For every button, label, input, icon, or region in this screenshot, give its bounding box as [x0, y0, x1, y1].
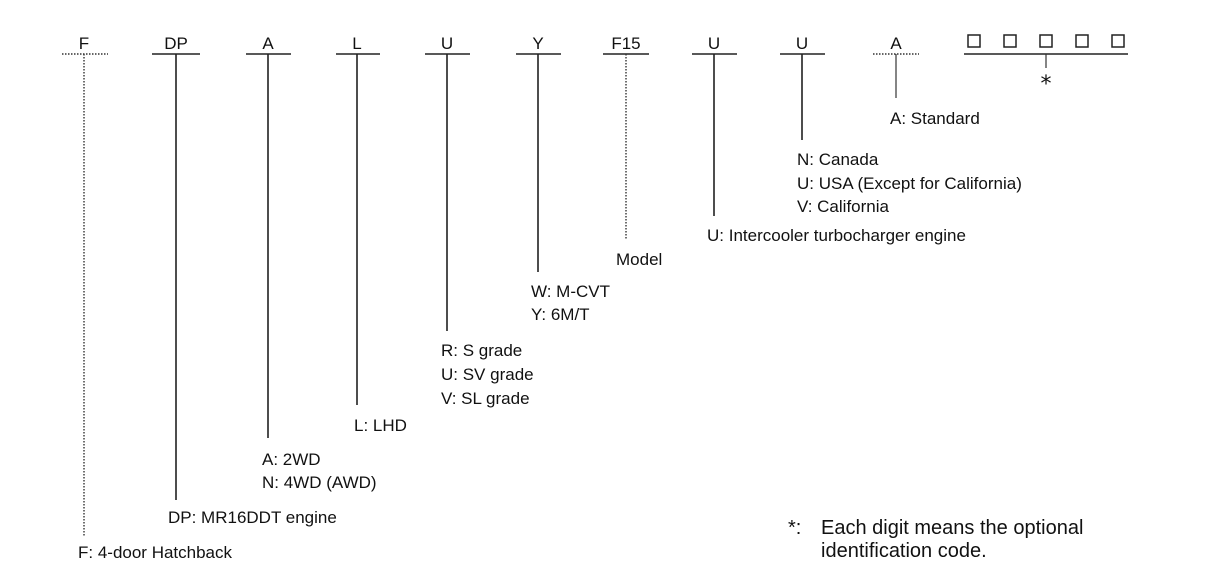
code-body-type: F [79, 34, 89, 53]
desc-2wd: A: 2WD [262, 450, 321, 469]
desc-california: V: California [797, 197, 890, 216]
desc-mcvt: W: M-CVT [531, 282, 610, 301]
desc-engine: DP: MR16DDT engine [168, 508, 337, 527]
optional-box-1 [967, 34, 981, 48]
note-line-1: Each digit means the optional [821, 517, 1083, 539]
desc-lhd: L: LHD [354, 416, 407, 435]
desc-sv-grade: U: SV grade [441, 365, 534, 384]
desc-model: Model [616, 250, 662, 269]
desc-turbo: U: Intercooler turbocharger engine [707, 226, 966, 245]
optional-box-2 [1003, 34, 1017, 48]
code-standard: A [890, 34, 902, 53]
optional-star: * [1041, 72, 1052, 97]
desc-body-type: F: 4-door Hatchback [78, 543, 233, 562]
desc-6mt: Y: 6M/T [531, 305, 590, 324]
code-engine: DP [164, 34, 188, 53]
desc-sl-grade: V: SL grade [441, 389, 530, 408]
optional-box-4 [1075, 34, 1089, 48]
code-turbo: U [708, 34, 720, 53]
code-destination: U [796, 34, 808, 53]
desc-standard: A: Standard [890, 109, 980, 128]
code-drive: A [262, 34, 274, 53]
optional-box-3 [1039, 34, 1053, 48]
desc-canada: N: Canada [797, 150, 879, 169]
desc-4wd: N: 4WD (AWD) [262, 473, 377, 492]
code-transmission: Y [532, 34, 543, 53]
desc-usa: U: USA (Except for California) [797, 174, 1022, 193]
code-steering: L [352, 34, 361, 53]
note-prefix: *: [788, 517, 801, 539]
code-grade: U [441, 34, 453, 53]
code-model: F15 [611, 34, 640, 53]
optional-box-5 [1111, 34, 1125, 48]
desc-s-grade: R: S grade [441, 341, 522, 360]
note-line-2: identification code. [821, 540, 987, 562]
